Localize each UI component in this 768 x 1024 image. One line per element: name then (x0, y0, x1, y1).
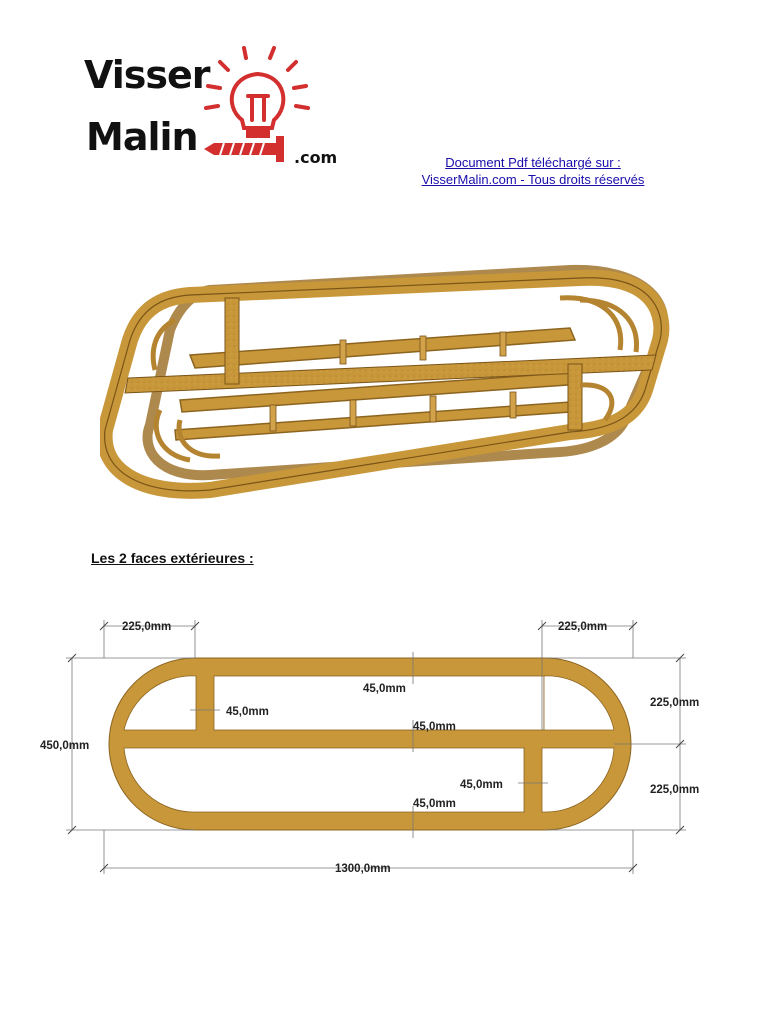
lightbulb-screw-icon (204, 46, 310, 162)
dim-upper-half-height: 225,0mm (650, 697, 699, 709)
dim-left-top-width: 225,0mm (122, 621, 171, 633)
download-notice-line1[interactable]: Document Pdf téléchargé sur : (445, 155, 621, 170)
plan-opening-bottom-right (541, 747, 615, 813)
dim-top-band: 45,0mm (363, 683, 406, 695)
brand-logo: Visser Malin .com (84, 40, 354, 180)
front-divider-left (224, 297, 240, 385)
plan-opening-top-left (123, 675, 197, 731)
dim-bottom-band: 45,0mm (413, 798, 456, 810)
face-technical-plan: 225,0mm 225,0mm 45,0mm 45,0mm 45,0mm 45,… (40, 620, 699, 875)
dim-total-length: 1300,0mm (335, 863, 391, 875)
dim-middle-band: 45,0mm (413, 721, 456, 733)
download-notice-link[interactable]: Document Pdf téléchargé sur : VisserMali… (408, 154, 658, 188)
download-notice-line2[interactable]: VisserMalin.com - Tous droits réservés (421, 172, 645, 187)
plan-opening-bottom-main (123, 747, 525, 813)
section-title: Les 2 faces extérieures : (91, 550, 254, 566)
dim-divider-left: 45,0mm (226, 706, 269, 718)
dim-right-top-width: 225,0mm (558, 621, 607, 633)
front-middle-shelf (124, 354, 657, 394)
dim-divider-right: 45,0mm (460, 779, 503, 791)
dim-lower-half-height: 225,0mm (650, 784, 699, 796)
logo-word-visser: Visser (84, 53, 211, 97)
shelf-3d-render (100, 264, 670, 499)
dim-total-height: 450,0mm (40, 740, 89, 752)
plan-opening-top-right (543, 675, 615, 731)
logo-word-malin: Malin (86, 115, 199, 159)
logo-suffix-com: .com (294, 148, 338, 167)
front-divider-right (567, 363, 583, 431)
